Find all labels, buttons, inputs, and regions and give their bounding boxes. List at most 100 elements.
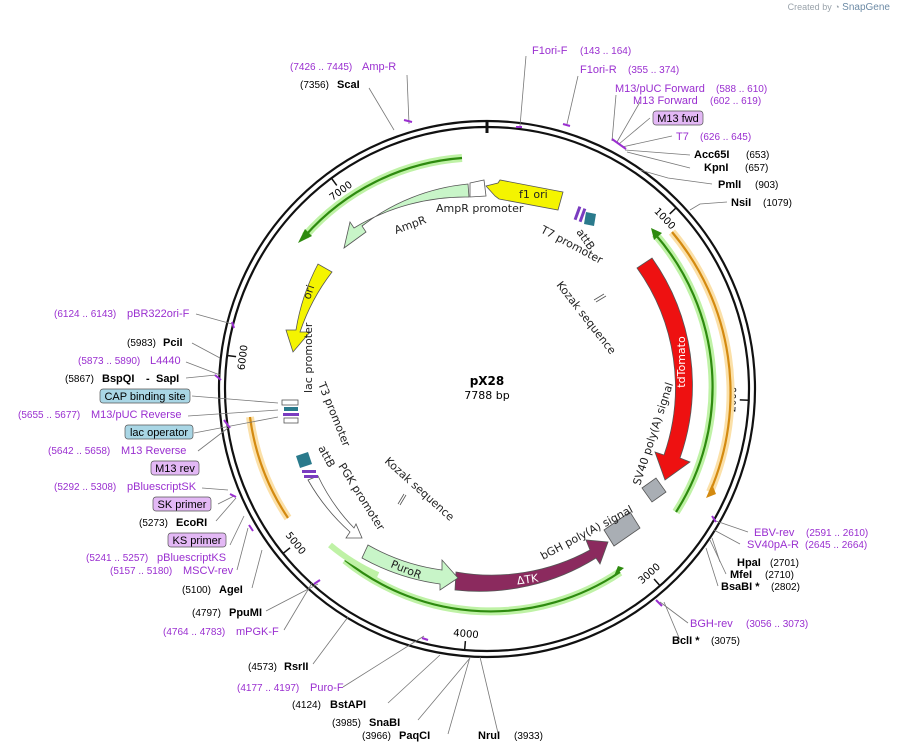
f1-ori-arrow: f1 ori <box>485 179 564 211</box>
boxed-label-m13-rev: M13 rev <box>155 463 195 475</box>
enzyme-name: KpnI <box>704 162 728 174</box>
primer-name: Puro-F <box>310 682 344 694</box>
primer-range: (5292 .. 5308) <box>54 482 116 493</box>
snapgene-logo-icon: ◔ <box>834 2 840 12</box>
enzyme-name: MfeI <box>730 569 752 581</box>
primer-name: M13 Reverse <box>121 445 186 457</box>
tick-mark <box>330 177 338 186</box>
primer-range: (5642 .. 5658) <box>48 446 110 457</box>
enzyme-name: RsrII <box>284 661 308 673</box>
primer-name: M13/pUC Reverse <box>91 409 181 421</box>
enzyme-pos: (4124) <box>292 700 321 711</box>
ampR-arrow: AmpR <box>343 183 470 249</box>
tick-mark <box>669 207 677 215</box>
lac-promoter-label: lac promoter <box>302 322 315 393</box>
boxed-label-cap-site: CAP binding site <box>104 391 185 403</box>
enzyme-name: HpaI <box>737 557 761 569</box>
primer-range: (4177 .. 4197) <box>237 683 299 694</box>
primer-range: (5241 .. 5257) <box>86 553 148 564</box>
tdTomato-label: tdTomato <box>675 336 688 388</box>
credit-brand: SnapGene <box>842 2 890 13</box>
primer-range: (355 .. 374) <box>628 65 679 76</box>
primer-range: (2591 .. 2610) <box>806 528 868 539</box>
boxed-label-lac-operator: lac operator <box>130 427 188 439</box>
enzyme-name: EcoRI <box>176 517 207 529</box>
tick-mark <box>463 641 467 651</box>
enzyme-labels: (7356) ScaI Acc65I (653) KpnI (657) PmlI… <box>65 79 800 742</box>
primer-name: F1ori-F <box>532 45 568 57</box>
primer-name: M13 Forward <box>633 95 698 107</box>
tick-label: 5000 <box>283 530 308 557</box>
primer-name: BGH-rev <box>690 618 733 630</box>
primer-name: M13/pUC Forward <box>615 83 705 95</box>
dTK-label: ΔTK <box>516 571 540 587</box>
enzyme-name: PmlI <box>718 179 741 191</box>
enzyme-pos: (2710) <box>765 570 794 581</box>
tick-label: 3000 <box>637 562 663 587</box>
f1-ori-label: f1 ori <box>519 188 548 201</box>
kozak-bottom-label: Kozak sequence <box>382 455 457 524</box>
attB-top-marker: attB T7 promoter <box>538 206 605 267</box>
enzyme-pos: (653) <box>746 150 769 161</box>
primer-range: (7426 .. 7445) <box>290 62 352 73</box>
primer-name: mPGK-F <box>236 626 279 638</box>
primer-name: F1ori-R <box>580 64 617 76</box>
snapgene-credit: Created by ◔ SnapGene <box>788 2 890 13</box>
primer-name: T7 <box>676 131 689 143</box>
enzyme-name: NruI <box>478 730 500 742</box>
kozak-top-label: Kozak sequence <box>554 279 619 357</box>
enzyme-pos: (4797) <box>192 608 221 619</box>
primer-name: pBR322ori-F <box>127 308 190 320</box>
tick-mark <box>227 354 237 358</box>
tick-label: 6000 <box>236 344 250 371</box>
ampR-promoter-arrow: AmpR promoter <box>436 179 524 215</box>
orange-arc-right <box>668 229 735 498</box>
enzyme-name: BclI * <box>672 635 700 647</box>
primer-name: MSCV-rev <box>183 565 234 577</box>
enzyme-pos: (3966) <box>362 731 391 742</box>
enzyme-pos: (2802) <box>771 582 800 593</box>
enzyme-name: BsaBI * <box>721 581 760 593</box>
attB-left-label: attB <box>315 443 337 469</box>
enzyme-name: SapI <box>156 373 179 385</box>
ampR-label: AmpR <box>393 213 429 237</box>
ori-label: ori <box>300 283 317 301</box>
tick-mark <box>653 578 661 587</box>
puroR-label: PuroR <box>389 558 424 582</box>
kozak-bottom-marker: Kozak sequence <box>382 455 457 524</box>
enzyme-pos: (3933) <box>514 731 543 742</box>
primer-name: pBluescriptSK <box>127 481 197 493</box>
enzyme-name: SnaBI <box>369 717 400 729</box>
boxed-label-ks-primer: KS primer <box>173 535 222 547</box>
enzyme-pos: (2701) <box>770 558 799 569</box>
primer-range: (3056 .. 3073) <box>746 619 808 630</box>
ampR-promoter-label: AmpR promoter <box>436 202 524 215</box>
ori-arrow: ori <box>285 263 333 353</box>
primer-name: SV40pA-R <box>747 539 799 551</box>
primer-name: L4440 <box>150 355 181 367</box>
primer-name: EBV-rev <box>754 527 795 539</box>
primer-name: pBluescriptKS <box>157 552 226 564</box>
enzyme-pos: (1079) <box>763 198 792 209</box>
primer-range: (143 .. 164) <box>580 46 631 57</box>
primer-range: (4764 .. 4783) <box>163 627 225 638</box>
green-arc-bottom <box>342 556 624 616</box>
enzyme-pos: (5983) <box>127 338 156 349</box>
plasmid-size: 7788 bp <box>464 389 509 402</box>
enzyme-pos: (5273) <box>139 518 168 529</box>
primer-range: (588 .. 610) <box>716 84 767 95</box>
green-arc-puro <box>328 542 380 578</box>
tick-mark <box>282 547 291 555</box>
primer-name: Amp-R <box>362 61 396 73</box>
kozak-top-marker: Kozak sequence <box>554 279 619 357</box>
primer-range: (602 .. 619) <box>710 96 761 107</box>
t3-promoter-label: T3 promoter <box>315 379 353 449</box>
primer-labels: (7426 .. 7445) Amp-R F1ori-F (143 .. 164… <box>18 45 868 694</box>
enzyme-name: PpuMI <box>229 607 262 619</box>
enzyme-name: ScaI <box>337 79 360 91</box>
enzyme-sep: - <box>146 373 150 385</box>
primer-range: (2645 .. 2664) <box>805 540 867 551</box>
enzyme-name: Acc65I <box>694 149 729 161</box>
primer-range: (6124 .. 6143) <box>54 309 116 320</box>
